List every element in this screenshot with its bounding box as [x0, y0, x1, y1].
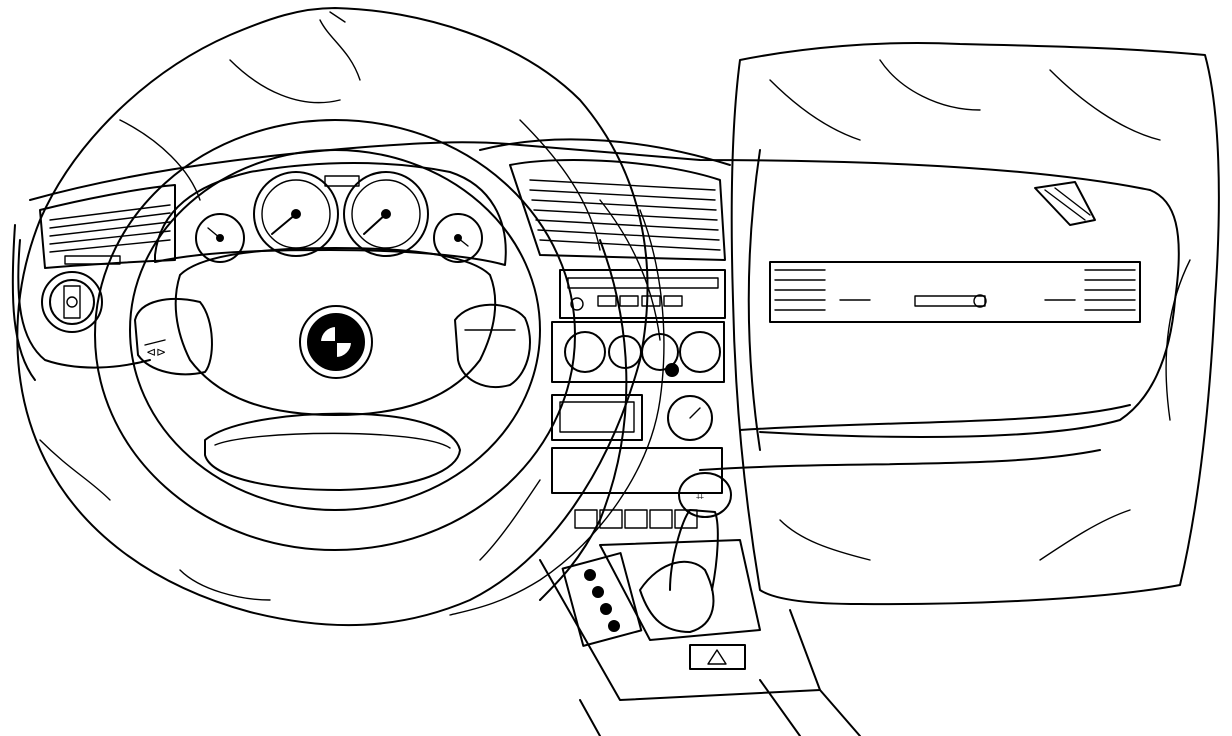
temperature-gauge — [433, 213, 483, 263]
passenger-corner-vent — [1034, 181, 1096, 226]
glovebox-latch — [914, 295, 986, 307]
center-air-vents — [529, 179, 721, 251]
recirculation-knob — [679, 331, 721, 373]
climate-control-panel — [551, 321, 725, 383]
indicator-lamp-panel — [324, 175, 360, 187]
center-console — [509, 159, 726, 529]
console-switch-row — [574, 509, 698, 529]
left-spoke-symbol: ⊲⊳ — [146, 345, 166, 359]
window-switch-panel — [561, 552, 643, 647]
gear-shifter: ⌗ — [539, 472, 861, 736]
bmw-roundel-logo — [299, 305, 373, 379]
passenger-side-vent — [1084, 269, 1136, 311]
clock-dial — [667, 395, 713, 441]
steering-wheel: ⊲⊳ — [94, 119, 576, 551]
hazard-button — [689, 644, 746, 670]
radio-head-unit — [559, 269, 726, 319]
driver-airbag-deployed — [16, 7, 661, 627]
storage-compartment — [551, 394, 643, 441]
airbag-wiring — [449, 209, 665, 616]
temperature-knob — [564, 331, 606, 373]
right-center-vent — [774, 269, 826, 311]
passenger-dash-panel — [769, 181, 1141, 323]
instrument-cluster — [154, 162, 507, 266]
lower-console-tray — [551, 447, 723, 494]
tachometer — [343, 171, 429, 257]
left-air-vent — [39, 184, 176, 269]
headlight-switch-knob — [41, 271, 103, 333]
speedometer — [253, 171, 339, 257]
shift-pattern-symbol: ⌗ — [696, 488, 704, 504]
fuel-gauge — [195, 213, 245, 263]
passenger-airbag-deployed — [730, 41, 1220, 606]
dashboard-outline — [11, 138, 1180, 471]
